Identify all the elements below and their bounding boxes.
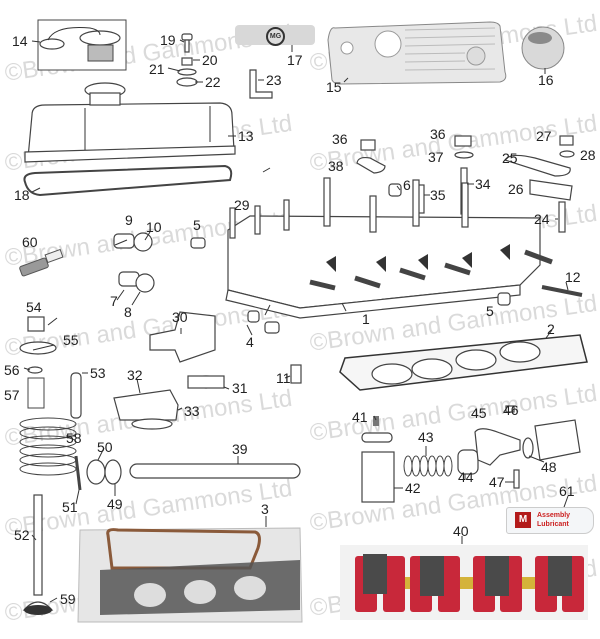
- callout-29: 29: [234, 197, 250, 213]
- callout-24: 24: [534, 211, 550, 227]
- rocker-shaft: [129, 463, 301, 479]
- callout-1: 1: [362, 311, 370, 327]
- stud: [541, 285, 583, 297]
- gasket-set-photo: [77, 527, 303, 623]
- polished-rocker-cover: [327, 21, 507, 85]
- callout-5: 5: [486, 303, 494, 319]
- callout-5: 5: [193, 217, 201, 233]
- callout-46: 46: [503, 402, 519, 418]
- callout-22: 22: [205, 74, 221, 90]
- callout-30: 30: [172, 309, 188, 325]
- valve: [22, 494, 54, 611]
- callout-21: 21: [149, 61, 165, 77]
- leader-lines: [23, 39, 569, 603]
- head-gasket: [339, 334, 588, 391]
- callout-8: 8: [124, 304, 132, 320]
- callout-11: 11: [276, 370, 291, 386]
- rocker-cover-gasket: [23, 164, 233, 197]
- callout-9: 9: [125, 212, 133, 228]
- callout-54: 54: [26, 299, 42, 315]
- rocker-cover: [24, 82, 236, 163]
- callout-17: 17: [287, 52, 303, 68]
- callout-47: 47: [489, 474, 505, 490]
- callout-45: 45: [471, 405, 487, 421]
- callout-10: 10: [146, 219, 162, 235]
- callout-48: 48: [541, 459, 557, 475]
- callout-51: 51: [62, 499, 78, 515]
- callout-38: 38: [328, 158, 344, 174]
- roller-rocker-assembly-photo: [340, 545, 588, 620]
- callout-16: 16: [538, 72, 554, 88]
- bolt-washer-set: [176, 33, 198, 87]
- cylinder-head: [225, 177, 553, 319]
- callout-49: 49: [107, 496, 123, 512]
- callout-19: 19: [160, 32, 176, 48]
- callout-20: 20: [202, 52, 218, 68]
- callout-18: 18: [14, 187, 30, 203]
- filler-cap-kit: [37, 19, 127, 71]
- callout-55: 55: [63, 332, 79, 348]
- callout-60: 60: [22, 234, 38, 250]
- lubricant-label: Assembly Lubricant: [537, 512, 571, 528]
- callout-52: 52: [14, 527, 30, 543]
- callout-32: 32: [127, 367, 143, 383]
- callout-44: 44: [458, 469, 474, 485]
- callout-25: 25: [502, 150, 518, 166]
- callout-59: 59: [60, 591, 76, 607]
- callout-23: 23: [266, 72, 282, 88]
- callout-37: 37: [428, 149, 444, 165]
- callout-31: 31: [232, 380, 248, 396]
- mg-logo: MG: [266, 27, 285, 46]
- nut: [360, 139, 376, 151]
- callout-15: 15: [326, 79, 342, 95]
- callout-36: 36: [332, 131, 348, 147]
- callout-4: 4: [246, 334, 254, 350]
- callout-2: 2: [547, 321, 555, 337]
- callout-61: 61: [559, 483, 575, 499]
- callout-34: 34: [475, 176, 491, 192]
- callout-35: 35: [430, 187, 446, 203]
- callout-43: 43: [418, 429, 434, 445]
- callout-6: 6: [403, 177, 411, 193]
- lubricant-brand-logo: M: [515, 512, 531, 528]
- callout-7: 7: [110, 293, 118, 309]
- callout-53: 53: [90, 365, 106, 381]
- spark-plug: [19, 248, 64, 277]
- callout-13: 13: [238, 128, 254, 144]
- callout-40: 40: [453, 523, 469, 539]
- callout-3: 3: [261, 501, 269, 517]
- bracket: [249, 69, 273, 99]
- callout-42: 42: [405, 480, 421, 496]
- callout-58: 58: [66, 430, 82, 446]
- callout-26: 26: [508, 181, 524, 197]
- callout-56: 56: [4, 362, 20, 378]
- callout-36: 36: [430, 126, 446, 142]
- callout-50: 50: [97, 439, 113, 455]
- valve-spring: [19, 417, 77, 476]
- callout-33: 33: [184, 403, 200, 419]
- callout-14: 14: [12, 33, 28, 49]
- callout-39: 39: [232, 441, 248, 457]
- callout-57: 57: [4, 387, 20, 403]
- callout-41: 41: [352, 409, 368, 425]
- assembly-lubricant-tube: M Assembly Lubricant: [506, 507, 594, 534]
- callout-28: 28: [580, 147, 596, 163]
- callout-27: 27: [536, 128, 552, 144]
- rocker-spring: [403, 455, 453, 477]
- callout-12: 12: [565, 269, 581, 285]
